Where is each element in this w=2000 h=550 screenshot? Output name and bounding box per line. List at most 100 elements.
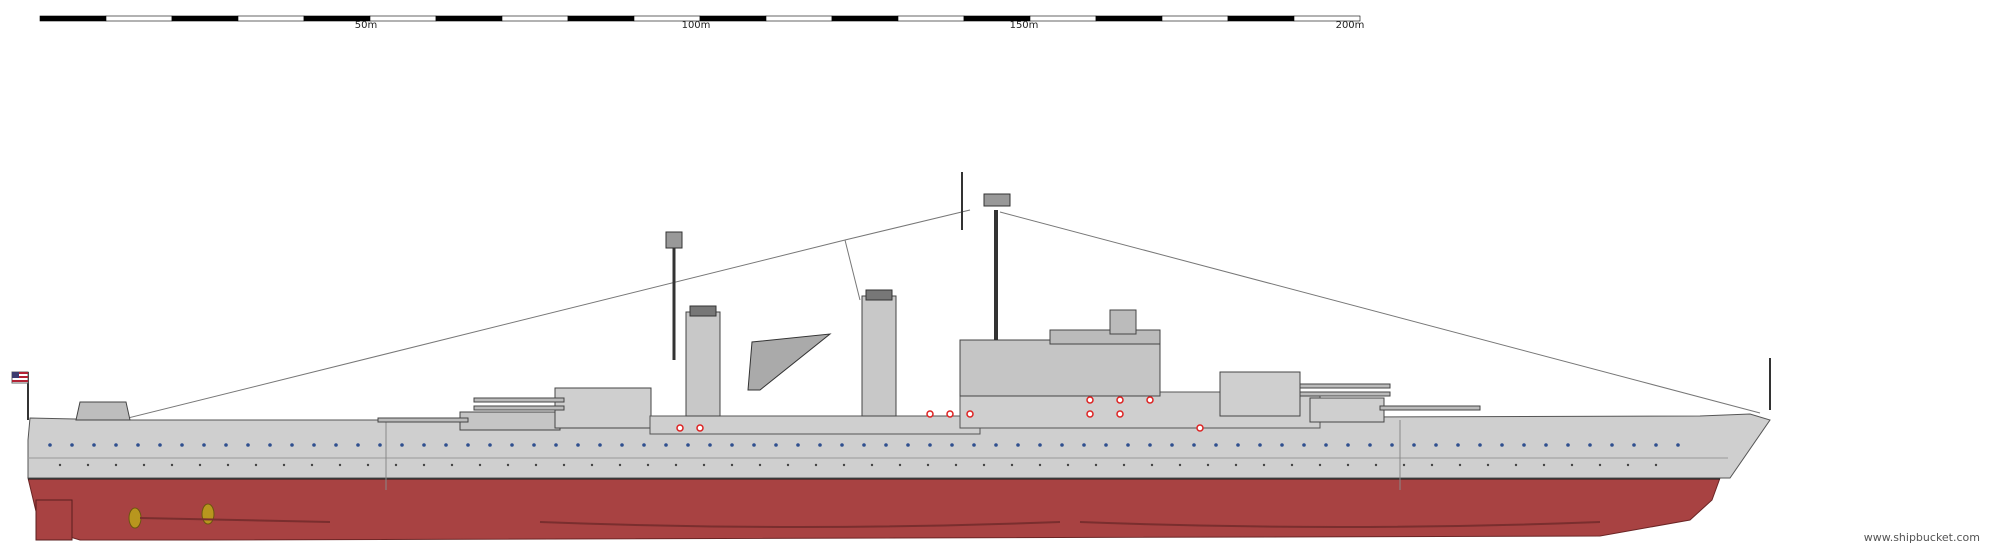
porthole xyxy=(356,443,360,447)
porthole xyxy=(86,463,90,467)
porthole xyxy=(1234,463,1238,467)
porthole xyxy=(450,463,454,467)
porthole xyxy=(422,463,426,467)
porthole xyxy=(1324,443,1328,447)
porthole xyxy=(506,463,510,467)
porthole xyxy=(1632,443,1636,447)
porthole xyxy=(334,443,338,447)
porthole xyxy=(1066,463,1070,467)
life-buoy-icon xyxy=(696,424,704,432)
porthole xyxy=(1514,463,1518,467)
porthole xyxy=(422,443,426,447)
porthole xyxy=(142,463,146,467)
porthole xyxy=(1094,463,1098,467)
porthole xyxy=(618,463,622,467)
porthole xyxy=(444,443,448,447)
porthole xyxy=(1262,463,1266,467)
porthole xyxy=(708,443,712,447)
porthole xyxy=(1676,443,1680,447)
porthole xyxy=(1258,443,1262,447)
porthole xyxy=(338,463,342,467)
porthole xyxy=(1500,443,1504,447)
life-buoy-icon xyxy=(1116,396,1124,404)
porthole xyxy=(1016,443,1020,447)
porthole xyxy=(758,463,762,467)
porthole xyxy=(1082,443,1086,447)
scale-label-50m: 50m xyxy=(354,20,378,31)
porthole xyxy=(870,463,874,467)
porthole xyxy=(202,443,206,447)
porthole xyxy=(674,463,678,467)
porthole xyxy=(1570,463,1574,467)
porthole xyxy=(224,443,228,447)
porthole xyxy=(1544,443,1548,447)
porthole xyxy=(1236,443,1240,447)
porthole xyxy=(1104,443,1108,447)
life-buoy-icon xyxy=(676,424,684,432)
porthole xyxy=(554,443,558,447)
porthole xyxy=(730,443,734,447)
crane xyxy=(747,333,832,391)
porthole xyxy=(198,463,202,467)
porthole xyxy=(488,443,492,447)
porthole xyxy=(1610,443,1614,447)
porthole xyxy=(1588,443,1592,447)
porthole xyxy=(1126,443,1130,447)
porthole xyxy=(180,443,184,447)
life-buoy-icon xyxy=(926,410,934,418)
porthole xyxy=(950,443,954,447)
scale-label-100m: 100m xyxy=(681,20,711,31)
porthole xyxy=(954,463,958,467)
porthole xyxy=(842,463,846,467)
porthole xyxy=(366,463,370,467)
porthole xyxy=(1626,463,1630,467)
aft-platform xyxy=(75,401,131,421)
porthole xyxy=(1566,443,1570,447)
porthole xyxy=(1368,443,1372,447)
porthole xyxy=(70,443,74,447)
hull-underwater xyxy=(27,477,1721,541)
porthole xyxy=(1060,443,1064,447)
porthole xyxy=(92,443,96,447)
porthole xyxy=(818,443,822,447)
porthole xyxy=(928,443,932,447)
rigging-lines xyxy=(119,209,1761,421)
porthole xyxy=(58,463,62,467)
scale-label-200m: 200m xyxy=(1335,20,1365,31)
porthole xyxy=(290,443,294,447)
porthole xyxy=(310,463,314,467)
porthole xyxy=(1478,443,1482,447)
porthole xyxy=(840,443,844,447)
porthole xyxy=(170,463,174,467)
porthole xyxy=(664,443,668,447)
porthole xyxy=(1318,463,1322,467)
porthole xyxy=(1038,463,1042,467)
us-flag-icon xyxy=(11,371,29,384)
porthole xyxy=(686,443,690,447)
porthole xyxy=(906,443,910,447)
fwd-turret-upper xyxy=(1219,371,1391,417)
porthole xyxy=(1302,443,1306,447)
porthole xyxy=(786,463,790,467)
porthole xyxy=(1280,443,1284,447)
porthole xyxy=(1192,443,1196,447)
porthole xyxy=(620,443,624,447)
porthole xyxy=(730,463,734,467)
porthole xyxy=(114,463,118,467)
porthole xyxy=(1390,443,1394,447)
porthole xyxy=(1654,443,1658,447)
porthole xyxy=(394,463,398,467)
porthole xyxy=(378,443,382,447)
forward-tower xyxy=(959,339,1161,397)
porthole xyxy=(982,463,986,467)
porthole xyxy=(598,443,602,447)
porthole xyxy=(576,443,580,447)
scale-bar: 50m 100m 150m 200m xyxy=(0,0,2000,40)
porthole xyxy=(1346,443,1350,447)
rudder xyxy=(35,499,73,541)
porthole xyxy=(898,463,902,467)
porthole xyxy=(752,443,756,447)
porthole xyxy=(1150,463,1154,467)
porthole xyxy=(534,463,538,467)
